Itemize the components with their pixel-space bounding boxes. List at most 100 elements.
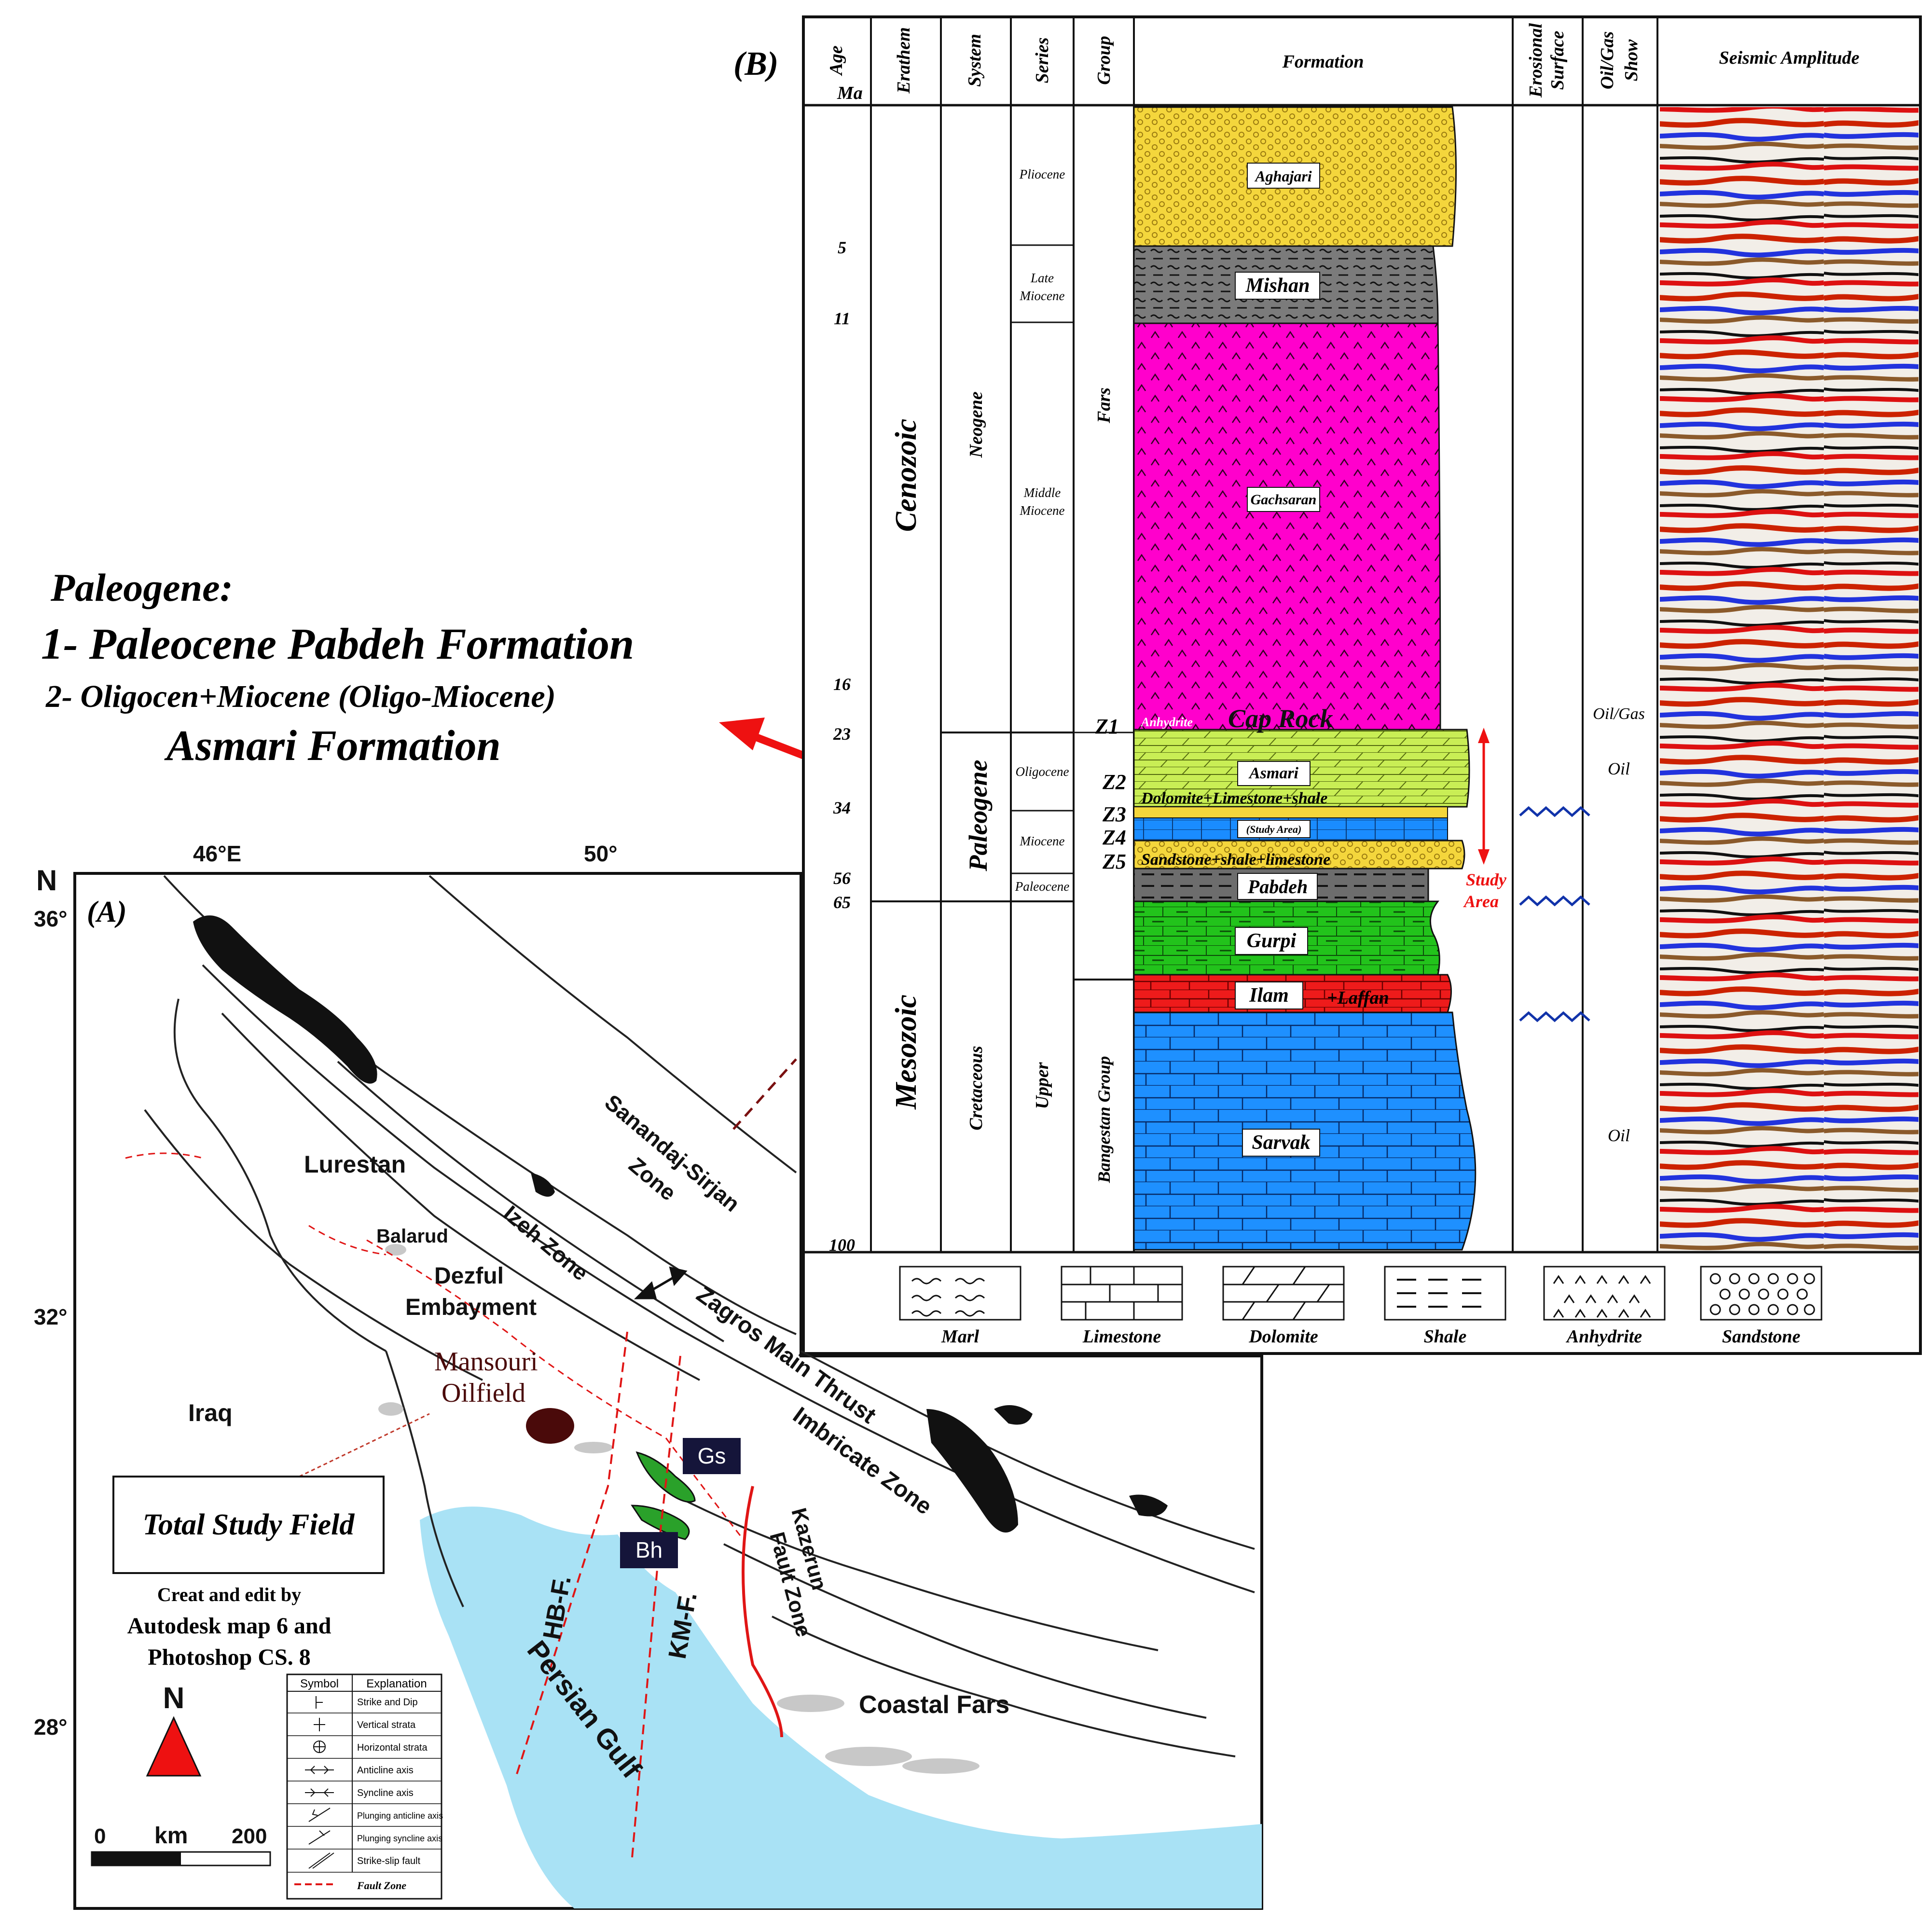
legend-dolomite-swatch	[1222, 1266, 1345, 1321]
show-oil-1: Oil	[1608, 759, 1630, 778]
lat-36: 36°	[34, 906, 68, 931]
system-cretaceous: Cretaceous	[966, 1046, 986, 1130]
fm-dolomite-mix: Dolomite+Limestone+shale	[1141, 789, 1327, 807]
system-neogene: Neogene	[966, 391, 986, 458]
callout: Paleogene: 1- Paleocene Pabdeh Formation…	[41, 566, 634, 770]
lithology-column	[1133, 106, 1477, 1251]
credit-3: Photoshop CS. 8	[148, 1644, 310, 1670]
callout-line-2: 1- Paleocene Pabdeh Formation	[41, 619, 634, 668]
series-oligocene: Oligocene	[1016, 764, 1069, 779]
total-study-box	[112, 1476, 385, 1574]
structural-lines	[144, 875, 1255, 1757]
series-upper: Upper	[1032, 1062, 1052, 1109]
fm-asmari: Asmari	[1248, 764, 1299, 782]
header-oilgas-1: Oil/Gas	[1597, 31, 1617, 89]
region-coastal-fars: Coastal Fars	[859, 1691, 1009, 1719]
region-mansouri-1: Mansouri	[434, 1347, 538, 1377]
gs-badge	[683, 1438, 741, 1474]
salt-domes	[378, 1244, 980, 1774]
gs-label: Gs	[698, 1443, 726, 1468]
callout-line-4: Asmari Formation	[164, 722, 501, 770]
map-legend-item-3: Horizontal strata	[357, 1742, 428, 1753]
ophiolite-outcrops	[193, 915, 1168, 1533]
header-age: Age	[826, 45, 846, 76]
zone-z3: Z3	[1102, 802, 1126, 826]
region-dezful-1: Dezful	[434, 1263, 504, 1289]
region-mansouri-2: Oilfield	[442, 1378, 525, 1408]
show-oil-2: Oil	[1608, 1126, 1630, 1145]
fm-gachsaran: Gachsaran	[1251, 492, 1317, 508]
age-23: 23	[833, 724, 851, 744]
fm-gurpi: Gurpi	[1247, 930, 1297, 952]
series-late-2: Miocene	[1020, 289, 1065, 303]
callout-line-3: 2- Oligocen+Miocene (Oligo-Miocene)	[45, 679, 556, 714]
panel-a: (A) N 46°E 50° 36° 32° 28° Lurestan Bala…	[34, 841, 1263, 1910]
study-area-label-2: Area	[1463, 892, 1499, 911]
age-11: 11	[834, 309, 850, 328]
zone-z2: Z2	[1102, 770, 1126, 794]
legend-dolomite: Dolomite	[1248, 1326, 1318, 1347]
layer-sandstone-mix	[1133, 840, 1465, 870]
north-top: N	[36, 864, 57, 897]
legend-limestone-swatch	[1061, 1266, 1183, 1321]
panel-b-label: (B)	[733, 45, 778, 83]
map-legend-item-2: Vertical strata	[357, 1720, 416, 1730]
map-legend-item-7: Plunging syncline axis	[357, 1834, 442, 1843]
series-middle-1: Middle	[1023, 485, 1061, 500]
series-middle-2: Miocene	[1020, 503, 1065, 518]
panel-b: (B) Age Ma Erathem System Series Group F…	[733, 15, 1922, 1355]
callout-line-1: Paleogene:	[50, 566, 233, 609]
header-oilgas-2: Show	[1621, 39, 1642, 81]
layer-z3	[1133, 806, 1448, 818]
region-izeh: Izeh Zone	[499, 1201, 593, 1285]
series-pliocene: Pliocene	[1019, 167, 1065, 181]
scale-km: km	[154, 1823, 188, 1849]
persian-gulf-water	[420, 1506, 1262, 1908]
thrust-arrows	[634, 1266, 688, 1299]
scale-0: 0	[94, 1824, 106, 1848]
header-erathem: Erathem	[894, 27, 914, 94]
zone-z4: Z4	[1102, 826, 1126, 849]
group-fars: Fars	[1094, 387, 1114, 424]
header-group: Group	[1094, 36, 1114, 84]
erathem-mesozoic: Mesozoic	[890, 995, 923, 1110]
map-legend-item-4: Anticline axis	[357, 1765, 414, 1776]
series-miocene: Miocene	[1020, 834, 1065, 848]
age-100: 100	[829, 1235, 855, 1255]
bh-label: Bh	[635, 1537, 662, 1562]
map-legend-item-1: Strike and Dip	[357, 1697, 418, 1708]
zone-z5: Z5	[1102, 850, 1126, 873]
map-frame	[73, 872, 1263, 1910]
lat-32: 32°	[34, 1304, 68, 1329]
map-legend-item-8: Strike-slip fault	[357, 1856, 421, 1866]
system-paleogene: Paleogene	[964, 760, 993, 872]
legend-limestone: Limestone	[1082, 1326, 1161, 1347]
faults	[125, 1152, 783, 1858]
fm-mishan: Mishan	[1245, 275, 1310, 297]
lat-28: 28°	[34, 1714, 68, 1740]
credit-2: Autodesk map 6 and	[127, 1613, 331, 1639]
fm-ilam: Ilam	[1249, 984, 1289, 1007]
series-late-1: Late	[1030, 271, 1054, 285]
layer-gachsaran	[1133, 322, 1441, 731]
age-56: 56	[833, 869, 851, 888]
legend-anhydrite: Anhydrite	[1566, 1326, 1642, 1347]
age-16: 16	[833, 675, 851, 694]
north-arrow-icon	[146, 1716, 202, 1777]
fm-laffan: +Laffan	[1327, 988, 1389, 1008]
region-dezful-2: Embayment	[405, 1295, 537, 1320]
age-5: 5	[838, 238, 846, 257]
lithology-legend: Marl Limestone Dolomite Shale Anhydrite …	[899, 1266, 1822, 1347]
panel-a-label: (A)	[87, 896, 127, 928]
region-iraq: Iraq	[188, 1399, 233, 1426]
lon-50: 50°	[584, 841, 618, 866]
age-34: 34	[833, 798, 851, 817]
zone-z1: Z1	[1095, 715, 1119, 738]
total-study-label: Total Study Field	[143, 1508, 355, 1541]
mansouri-oilfield-marker	[526, 1408, 574, 1444]
study-area-label-1: Study	[1466, 870, 1507, 889]
fm-anhydrite: Anhydrite	[1140, 715, 1193, 729]
header-seismic: Seismic Amplitude	[1719, 48, 1860, 68]
group-bangestan: Bangestan Group	[1094, 1056, 1114, 1183]
scale-200: 200	[232, 1824, 267, 1848]
